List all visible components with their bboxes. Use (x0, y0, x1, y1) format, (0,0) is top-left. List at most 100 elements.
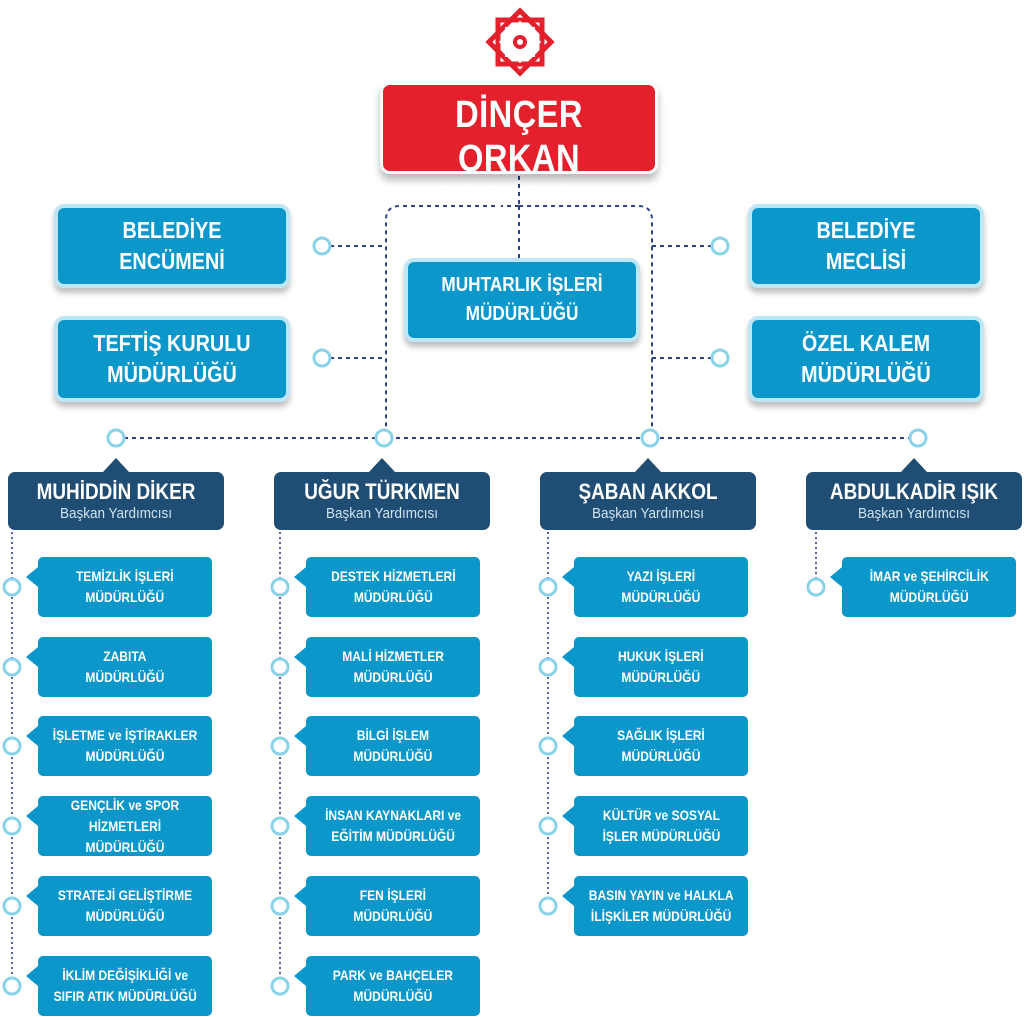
deputy-pointer (369, 458, 395, 472)
unit-label-line: ZABITA (103, 648, 147, 664)
node-ozel-kalem (710, 348, 730, 368)
ozel-kalem-box: ÖZEL KALEM MÜDÜRLÜĞÜ (748, 316, 984, 402)
unit-pointer (294, 567, 306, 587)
deputy-title: Başkan Yardımcısı (591, 505, 705, 522)
unit-box: HUKUK İŞLERİ MÜDÜRLÜĞÜ (562, 637, 748, 697)
unit-label: ZABITA MÜDÜRLÜĞÜ (79, 646, 171, 688)
unit-label: BİLGİ İŞLEM MÜDÜRLÜĞÜ (347, 725, 439, 767)
unit-node (2, 976, 22, 996)
unit-box: YAZI İŞLERİ MÜDÜRLÜĞÜ (562, 557, 748, 617)
unit-box: DESTEK HİZMETLERİ MÜDÜRLÜĞÜ (294, 557, 480, 617)
belediye-encumeni-label: BELEDİYE ENCÜMENİ (119, 217, 225, 274)
unit-label-line: MÜDÜRLÜĞÜ (353, 908, 433, 924)
unit-box: KÜLTÜR ve SOSYAL İŞLER MÜDÜRLÜĞÜ (562, 796, 748, 856)
unit-node (270, 736, 290, 756)
unit-node (538, 577, 558, 597)
unit-pointer (294, 647, 306, 667)
mayor-name: DİNÇER ORKAN (455, 94, 583, 180)
unit-box: İKLİM DEĞİŞİKLİĞİ ve SIFIR ATIK MÜDÜRLÜĞÜ (26, 956, 212, 1016)
node-deputy-1 (106, 428, 126, 448)
unit-node (270, 896, 290, 916)
unit-label-line: İNSAN KAYNAKLARI ve (324, 807, 462, 823)
unit-label-line: YAZI İŞLERİ (626, 568, 696, 584)
deputy-name: MUHİDDİN DİKER (36, 479, 196, 504)
deputy-name: ŞABAN AKKOL (578, 479, 718, 504)
muhtarlik-isleri-box: MUHTARLIK İŞLERİ MÜDÜRLÜĞÜ (404, 258, 640, 342)
unit-box: BİLGİ İŞLEM MÜDÜRLÜĞÜ (294, 716, 480, 776)
unit-label-line: MÜDÜRLÜĞÜ (353, 589, 433, 605)
deputy-pointer (901, 458, 927, 472)
unit-label-line: MÜDÜRLÜĞÜ (85, 669, 165, 685)
unit-label-line: KÜLTÜR ve SOSYAL (602, 807, 720, 823)
unit-pointer (26, 726, 38, 746)
unit-label-line: PARK ve BAHÇELER (332, 967, 454, 983)
unit-node (538, 816, 558, 836)
deputy-pointer (635, 458, 661, 472)
belediye-encumeni-box: BELEDİYE ENCÜMENİ (54, 204, 290, 288)
unit-label-line: TEMİZLİK İŞLERİ (76, 568, 174, 584)
unit-label-line: MÜDÜRLÜĞÜ (353, 669, 433, 685)
deputy-pointer (103, 458, 129, 472)
unit-label-line: İKLİM DEĞİŞİKLİĞİ ve (62, 967, 188, 983)
deputy-name: ABDULKADİR IŞIK (829, 479, 999, 504)
unit-label-line: FEN İŞLERİ (359, 887, 427, 903)
unit-node (2, 736, 22, 756)
unit-label-line: MÜDÜRLÜĞÜ (621, 748, 701, 764)
unit-pointer (294, 886, 306, 906)
deputy-title: Başkan Yardımcısı (857, 505, 971, 522)
deputy-name: UĞUR TÜRKMEN (304, 479, 460, 504)
unit-label: DESTEK HİZMETLERİ MÜDÜRLÜĞÜ (321, 566, 466, 608)
unit-pointer (26, 647, 38, 667)
unit-pointer (830, 567, 842, 587)
unit-label-line: BİLGİ İŞLEM (356, 727, 430, 743)
red-geometric-star-logo (485, 7, 555, 77)
unit-label: HUKUK İŞLERİ MÜDÜRLÜĞÜ (611, 646, 711, 688)
unit-box: İŞLETME ve İŞTİRAKLER MÜDÜRLÜĞÜ (26, 716, 212, 776)
unit-label-line: DESTEK HİZMETLERİ (330, 568, 456, 584)
unit-label-line: İŞLETME ve İŞTİRAKLER (52, 727, 198, 743)
unit-label-line: HUKUK İŞLERİ (618, 648, 704, 664)
node-teftis (312, 348, 332, 368)
unit-node (270, 657, 290, 677)
mayor-title: Belediye Başkanı (436, 181, 602, 209)
belediye-meclisi-label: BELEDİYE MECLİSİ (816, 217, 916, 274)
unit-label-line: MÜDÜRLÜĞÜ (85, 748, 165, 764)
unit-label-line: MÜDÜRLÜĞÜ (353, 748, 433, 764)
unit-pointer (562, 567, 574, 587)
belediye-meclisi-box: BELEDİYE MECLİSİ (748, 204, 984, 288)
unit-label: KÜLTÜR ve SOSYAL İŞLER MÜDÜRLÜĞÜ (593, 805, 730, 847)
unit-label: PARK ve BAHÇELER MÜDÜRLÜĞÜ (323, 965, 463, 1007)
unit-label-line: SIFIR ATIK MÜDÜRLÜĞÜ (53, 988, 197, 1004)
unit-label-line: HİZMETLERİ MÜDÜRLÜĞÜ (85, 817, 165, 855)
unit-label: STRATEJİ GELİŞTİRME MÜDÜRLÜĞÜ (47, 885, 203, 927)
unit-label-line: STRATEJİ GELİŞTİRME (57, 887, 193, 903)
unit-pointer (294, 806, 306, 826)
unit-node (538, 896, 558, 916)
unit-label-line: MÜDÜRLÜĞÜ (85, 908, 165, 924)
unit-label-line: MÜDÜRLÜĞÜ (621, 669, 701, 685)
deputy-title: Başkan Yardımcısı (325, 505, 439, 522)
unit-node (2, 577, 22, 597)
unit-box: ZABITA MÜDÜRLÜĞÜ (26, 637, 212, 697)
node-meclis (710, 236, 730, 256)
unit-label-line: MÜDÜRLÜĞÜ (353, 988, 433, 1004)
unit-label-line: MÜDÜRLÜĞÜ (621, 589, 701, 605)
unit-label-line: MÜDÜRLÜĞÜ (85, 589, 165, 605)
unit-node (270, 816, 290, 836)
unit-label-line: İŞLER MÜDÜRLÜĞÜ (602, 828, 720, 844)
unit-pointer (26, 567, 38, 587)
node-deputy-4 (908, 428, 928, 448)
